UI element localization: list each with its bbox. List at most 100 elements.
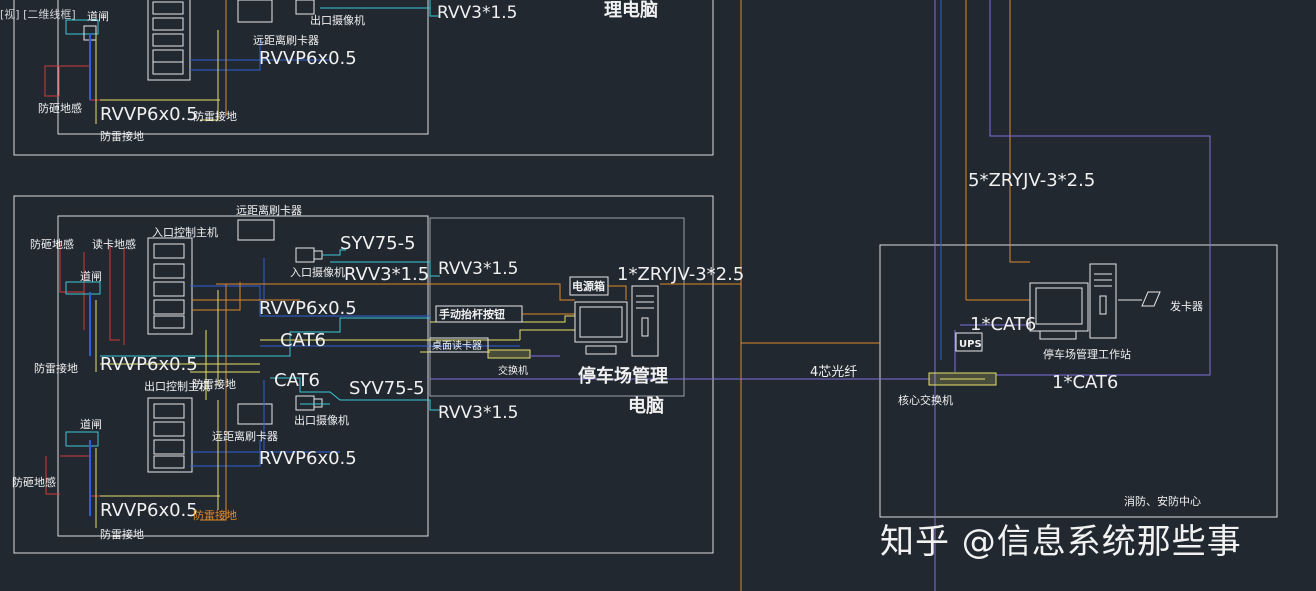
read-loop-label: 读卡地感 — [92, 237, 136, 251]
wire-segment — [109, 246, 120, 341]
purple-loop — [989, 0, 1211, 376]
rvv-exit-label: RVV3*1.5 — [438, 403, 519, 423]
view-tab[interactable]: [视] [二维线框] — [0, 8, 76, 21]
rvvp-exit-label: RVVP6x0.5 — [259, 448, 357, 469]
wire-segment — [153, 315, 185, 329]
exit-ground-label-b: 防雷接地 — [100, 527, 144, 541]
top-pc-label: 理电脑 — [604, 0, 658, 21]
wire-segment — [153, 439, 185, 455]
watermark: 知乎 @信息系统那些事 — [880, 522, 1242, 562]
wire-segment — [200, 30, 219, 121]
zryjv-label: 1*ZRYJV-3*2.5 — [617, 264, 744, 285]
ups-box — [955, 332, 983, 352]
exit-controller-box — [147, 397, 193, 473]
trunk-lines — [430, 0, 1211, 591]
power-cable-label: 5*ZRYJV-3*2.5 — [968, 170, 1095, 191]
wire-segment — [100, 317, 430, 357]
wire-segment — [585, 345, 617, 355]
card-issuer-label: 发卡器 — [1170, 299, 1203, 313]
wire-segment — [44, 65, 60, 97]
cat6-label-b: CAT6 — [274, 370, 320, 391]
switch-icon — [487, 349, 531, 359]
wire-segment — [1039, 330, 1077, 340]
wire-segment — [216, 283, 575, 301]
top-camera-icon — [295, 0, 315, 15]
rvvp-loop-label: RVVP6x0.5 — [100, 354, 198, 375]
ups-label: UPS — [959, 339, 982, 350]
wire-segment — [153, 455, 185, 469]
rvvp-exit-loop-label: RVVP6x0.5 — [100, 500, 198, 521]
wire-segment — [65, 431, 99, 447]
wire-segment — [60, 455, 100, 497]
switch-label: 交换机 — [498, 364, 528, 377]
room-name-label: 消防、安防中心 — [1124, 494, 1201, 508]
wire-segment — [190, 440, 261, 467]
wire-segment — [45, 456, 60, 495]
top-reader-icon — [237, 0, 273, 23]
wire-segment — [152, 61, 184, 75]
main-panel-frame — [13, 195, 714, 554]
workstation-tower — [1089, 263, 1117, 339]
desktop-reader-box — [429, 337, 489, 353]
exit-camera-icon — [295, 395, 315, 411]
top-barrier-label: 道闸 — [87, 9, 109, 23]
wire-segment — [429, 0, 440, 17]
wire-segment — [152, 49, 184, 63]
top-panel-frame — [13, 0, 714, 156]
inner-frame-main — [57, 215, 429, 537]
wire-segment — [313, 250, 323, 260]
top-ground-label-1: 防雷接地 — [193, 109, 237, 123]
power-box-label: 电源箱 — [572, 279, 605, 293]
rvv-entry-label: RVV3*1.5 — [344, 264, 429, 285]
core-switch-label: 核心交换机 — [898, 393, 953, 407]
rvvp-entry-label: RVVP6x0.5 — [259, 298, 357, 319]
entry-reader-label: 远距离刷卡器 — [236, 203, 302, 217]
wire-segment — [153, 281, 185, 297]
exit-ground-top-label: 防雷接地 — [192, 377, 236, 391]
control-center — [928, 263, 1161, 386]
desktop-reader-label: 桌面读卡器 — [432, 339, 482, 352]
top-panel — [44, 0, 440, 124]
entry-camera-label: 入口摄像机 — [290, 265, 345, 279]
entry-reader-icon — [237, 219, 275, 241]
workstation-label: 停车场管理工作站 — [1043, 347, 1131, 361]
pc-tower — [631, 285, 659, 357]
top-rvvp-label-a: RVVP6x0.5 — [259, 48, 357, 69]
wire-segment — [1009, 245, 1030, 263]
cat6-label-a: CAT6 — [280, 330, 326, 351]
pc-area-frame — [429, 217, 685, 397]
entry-section — [59, 219, 575, 400]
top-ground-label-2: 防雷接地 — [100, 129, 144, 143]
anti-smash-loop-label: 防砸地感 — [30, 237, 74, 251]
entry-camera-icon — [295, 247, 315, 263]
exit-ground-label-a: 防雷接地 — [193, 508, 237, 522]
manual-button-label: 手动抬杆按钮 — [439, 307, 505, 321]
wire-segment — [313, 398, 323, 408]
exit-reader-icon — [237, 403, 273, 425]
wire-segment — [200, 400, 227, 521]
wire-segment — [153, 243, 185, 259]
pc-name-line2: 电脑 — [628, 395, 664, 417]
exit-reader-label: 远距离刷卡器 — [212, 429, 278, 443]
wire-segment — [190, 40, 261, 71]
cat6-ups-label: 1*CAT6 — [970, 314, 1036, 335]
wire-segment — [519, 329, 575, 340]
exit-section — [45, 371, 440, 528]
wire-segment — [1035, 287, 1083, 325]
exit-loop-label: 防砸地感 — [12, 475, 56, 489]
wire-segment — [330, 261, 440, 277]
exit-camera-label: 出口摄像机 — [294, 413, 349, 427]
wire-segment — [1099, 295, 1107, 315]
entry-controller-label: 入口控制主机 — [152, 225, 218, 239]
wire-segment — [270, 377, 440, 411]
entry-barrier-label: 道闸 — [80, 269, 102, 283]
syv-entry-label: SYV75-5 — [340, 233, 416, 254]
wire-segment — [152, 33, 184, 47]
wire-segment — [152, 1, 184, 15]
top-camera-label: 出口摄像机 — [310, 13, 365, 27]
wire-segment — [641, 317, 649, 337]
pc-monitor — [574, 301, 628, 343]
wire-segment — [153, 403, 185, 419]
card-issuer-icon — [1141, 291, 1161, 307]
rvv-pc-label: RVV3*1.5 — [438, 259, 519, 279]
